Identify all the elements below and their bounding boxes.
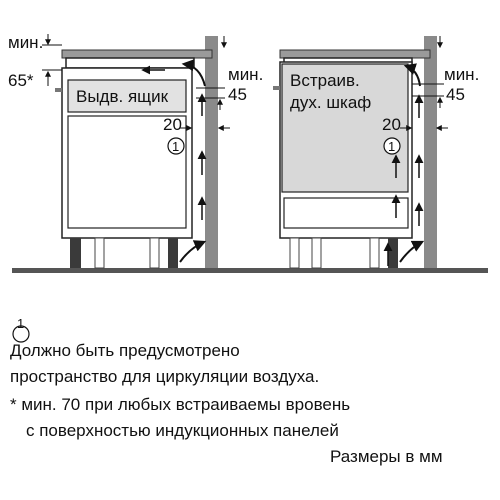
left-min-value: 65* <box>8 71 34 90</box>
left-circle-marker <box>167 137 185 155</box>
left-air-curve-top <box>181 59 206 87</box>
left-handle <box>55 88 62 92</box>
right-gap-value: 20 <box>382 115 401 134</box>
left-side-min-label: мин. <box>228 65 263 84</box>
right-handle <box>273 86 280 90</box>
right-leg-2 <box>311 237 322 269</box>
right-air-curve-bottom <box>399 240 425 263</box>
right-air-curve-top <box>403 63 421 87</box>
right-oven <box>281 63 409 193</box>
right-worktop <box>279 49 431 59</box>
right-wall <box>424 36 437 268</box>
left-leg-4 <box>168 238 178 268</box>
left-hob <box>65 57 195 69</box>
left-drawer <box>67 79 187 113</box>
left-cabinet-inner <box>67 115 187 229</box>
left-air-curve-bottom <box>179 240 207 263</box>
legend-marker-number: 1 <box>17 316 25 331</box>
left-circle-number: 1 <box>172 139 179 154</box>
right-side-min-value: 45 <box>446 85 465 104</box>
units-note: Размеры в мм <box>330 447 443 466</box>
right-leg-4 <box>388 238 398 268</box>
legend-line-2: пространство для циркуляции воздуха. <box>10 367 320 386</box>
left-installation <box>42 34 230 269</box>
right-oven-line1: Встраив. <box>290 71 360 90</box>
left-side-min-value: 45 <box>228 85 247 104</box>
right-circle-number: 1 <box>388 139 395 154</box>
right-circle-marker <box>383 137 401 155</box>
right-bottom-drawer <box>283 197 409 229</box>
right-leg-1 <box>289 237 300 269</box>
left-leg-1 <box>70 238 81 268</box>
left-worktop <box>61 49 213 59</box>
right-leg-3 <box>369 237 380 269</box>
right-installation <box>273 36 448 269</box>
circle-one-icon <box>12 325 30 343</box>
left-min-label: мин. <box>8 33 43 52</box>
legend-line-4: с поверхностью индукционных панелей <box>26 421 339 440</box>
left-drawer-label: Выдв. ящик <box>76 87 169 106</box>
left-leg-2 <box>94 237 105 269</box>
floor-line <box>12 268 488 273</box>
left-gap-value: 20 <box>163 115 182 134</box>
left-leg-3 <box>149 237 160 269</box>
left-wall <box>205 36 218 268</box>
legend-line-3: * мин. 70 при любых встраиваемы вровень <box>10 395 351 414</box>
right-side-min-label: мин. <box>444 65 479 84</box>
right-oven-line2: дух. шкаф <box>290 93 371 112</box>
legend-line-1: Должно быть предусмотрено <box>10 341 240 360</box>
legend-marker: 1 <box>10 316 32 346</box>
